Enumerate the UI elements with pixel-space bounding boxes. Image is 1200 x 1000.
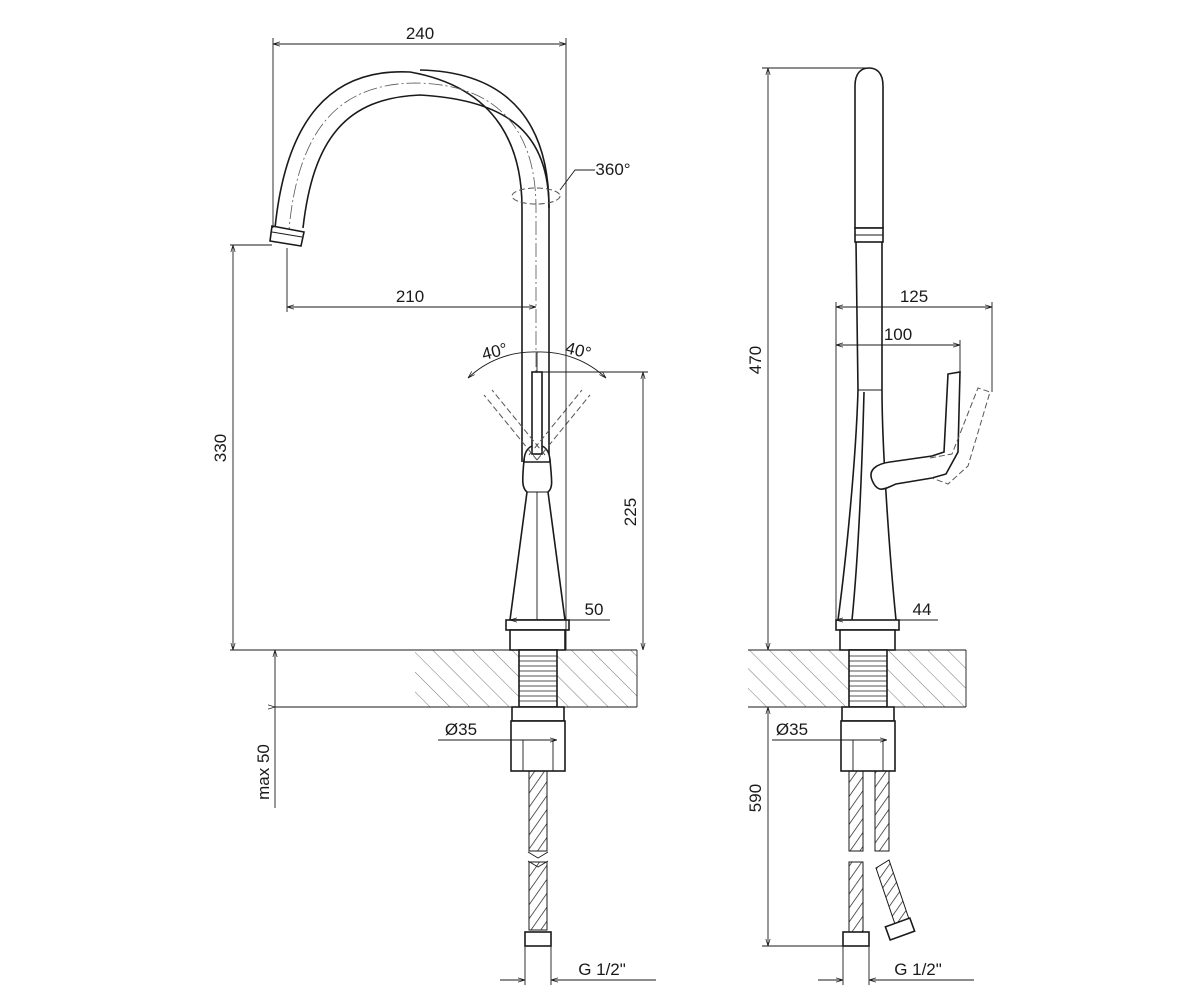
dim-angle-left: 40° — [480, 339, 510, 364]
front-countertop — [230, 649, 638, 708]
dim-deck-thickness: max 50 — [254, 744, 273, 800]
side-mounting — [840, 649, 916, 947]
side-dimensions: 470 125 100 44 Ø35 590 G 1/2" — [746, 67, 993, 985]
dim-width-overall: 240 — [406, 24, 434, 43]
front-view: 240 210 330 225 50 360° 40° 40° Ø35 max … — [211, 24, 656, 985]
dim-base-width: 50 — [585, 600, 604, 619]
swivel-indicator — [511, 187, 561, 205]
dim-shank-diameter: Ø35 — [445, 720, 477, 739]
dim-side-base-width: 44 — [913, 600, 932, 619]
dim-side-connection: G 1/2" — [894, 960, 942, 979]
dim-lever-reach-max: 125 — [900, 287, 928, 306]
dim-connection: G 1/2" — [578, 960, 626, 979]
dim-height-lever: 225 — [621, 498, 640, 526]
front-dimensions: 240 210 330 225 50 360° 40° 40° Ø35 max … — [211, 24, 656, 985]
side-spout — [835, 67, 900, 651]
dim-lever-reach: 100 — [884, 325, 912, 344]
front-mounting — [510, 649, 566, 947]
front-spout — [269, 69, 561, 462]
front-lever — [468, 351, 606, 461]
dim-height-spout: 330 — [211, 434, 230, 462]
dim-height-overall: 470 — [746, 346, 765, 374]
dim-side-shank-diameter: Ø35 — [776, 720, 808, 739]
dim-rotation: 360° — [595, 160, 630, 179]
dim-angle-right: 40° — [564, 338, 594, 363]
lever-handle — [531, 371, 543, 455]
dim-spout-reach: 210 — [396, 287, 424, 306]
dim-hose-length: 590 — [746, 784, 765, 812]
front-body — [505, 444, 570, 651]
side-lever — [870, 371, 991, 490]
side-view: 470 125 100 44 Ø35 590 G 1/2" — [746, 67, 993, 985]
